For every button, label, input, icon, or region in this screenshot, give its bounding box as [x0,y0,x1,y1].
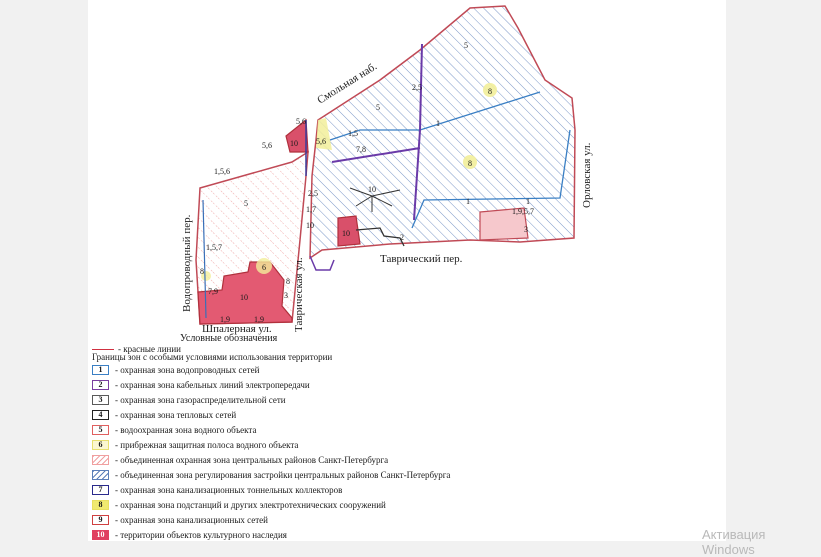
legend-swatch: 6 [92,440,109,450]
legend-item-label: - водоохранная зона водного объекта [115,424,257,435]
zone-label: 6 [262,263,266,272]
legend-item-label: - охранная зона тепловых сетей [115,409,237,420]
legend-item-label: - территории объектов культурного наслед… [115,529,287,540]
red-lines-label: - красные линии [118,343,181,354]
legend-swatch: 4 [92,410,109,420]
zone-label: 5 [244,199,248,208]
zone-label: 10 [290,139,298,148]
zone-label: 1,5,7 [206,243,222,252]
zone-label: 2,5 [308,189,318,198]
legend-item: - объединенная зона регулирования застро… [92,469,450,481]
zoning-map: Смольная наб. Водопроводный пер. Тавриче… [181,5,593,335]
zone-label: 3 [524,225,528,234]
legend-swatch: 8 [92,500,109,510]
legend-item: 1 - охранная зона водопроводных сетей [92,364,259,376]
legend-item-label: - охранная зона кабельных линий электроп… [115,379,310,390]
zone-label: 5,6 [296,117,306,126]
windows-activation-watermark: Активация Windows [702,527,766,557]
legend-item-label: - охранная зона водопроводных сетей [115,364,260,375]
heritage-area-north-west [285,118,309,153]
street-tavrichesky-per: Таврический пер. [380,253,463,265]
zone-label: 5 [464,41,468,50]
zone-label: 7,9 [208,287,218,296]
zone-label: 10 [306,221,314,230]
zone-label: 8 [468,159,472,168]
legend-item: 3 - охранная зона газораспределительной с… [92,394,286,406]
zone-label: 1 [466,197,470,206]
legend-swatch: 3 [92,395,109,405]
zone-label: 10 [240,293,248,302]
zone-label: 5,6 [316,137,326,146]
legend-item: 2 - охранная зона кабельных линий электро… [92,379,310,391]
street-shpalernaya: Шпалерная ул. [202,323,272,335]
zone-label: 1,5,6 [214,167,230,176]
legend-item-label: - охранная зона газораспределительной се… [115,394,286,405]
zone-label: 1 [436,119,440,128]
zone-label: 1,5 [348,129,358,138]
legend-item: 9 - охранная зона канализационных сетей [92,514,268,526]
zone-labels: 5 8 2,5 5 1 1,5 7,8 8 1 10 1 1,9,5,7 3 5… [200,41,534,324]
legend-item-label: - объединенная охранная зона центральных… [115,454,389,465]
legend-swatch: 5 [92,425,109,435]
zone-label: 1,9,5,7 [512,207,534,216]
zone-label: 1,7 [306,205,316,214]
legend-item-label: - охранная зона подстанций и других элек… [115,499,386,510]
zone-label: 2 [400,233,404,242]
zone-label: 10 [342,229,350,238]
legend-swatch [92,470,109,480]
zone-label: 8 [200,267,204,276]
zone-label: 2,5 [412,83,422,92]
legend-swatch: 1 [92,365,109,375]
legend-item: 4 - охранная зона тепловых сетей [92,409,236,421]
zone-label: 1 [526,197,530,206]
legend-item: 10 - территории объектов культурного насл… [92,529,287,541]
legend-title: Условные обозначения [180,333,278,344]
street-orlovskaya: Орловская ул. [581,142,593,208]
west-block [195,118,309,325]
legend-item: - объединенная охранная зона центральных… [92,454,388,466]
zone-label: 3 [284,291,288,300]
legend-red-lines: - красные линии [92,343,181,355]
zone-label: 1,9 [220,315,230,324]
legend-item: 8 - охранная зона подстанций и других эле… [92,499,386,511]
heritage-area-east [337,215,361,247]
legend-item-label: - охранная зона канализационных тоннельн… [115,484,343,495]
legend-item: 7 - охранная зона канализационных тоннель… [92,484,342,496]
heritage-area-west [197,261,293,325]
legend-item: 5 - водоохранная зона водного объекта [92,424,256,436]
street-tavricheskaya: Таврическая ул. [293,257,305,332]
zone-label: 10 [368,185,376,194]
legend-item-label: - объединенная зона регулирования застро… [115,469,451,480]
zone-label: 1,9 [254,315,264,324]
zone-label: 5 [376,103,380,112]
zone-label: 8 [488,87,492,96]
legend-swatch: 9 [92,515,109,525]
legend-item-label: - прибрежная защитная полоса водного объ… [115,439,299,450]
zones-header: Границы зон с особыми условиями использо… [92,352,333,362]
red-line-swatch [92,348,114,350]
zone-label: 7,8 [356,145,366,154]
zone-label: 5,6 [262,141,272,150]
zone-label: 8 [286,277,290,286]
main-block [309,5,576,271]
legend-swatch: 7 [92,485,109,495]
legend-swatch: 2 [92,380,109,390]
legend-swatch: 10 [92,530,109,540]
legend-item: 6 - прибрежная защитная полоса водного об… [92,439,298,451]
legend-swatch [92,455,109,465]
street-vodoprovodny: Водопроводный пер. [181,214,193,312]
legend-item-label: - охранная зона канализационных сетей [115,514,268,525]
